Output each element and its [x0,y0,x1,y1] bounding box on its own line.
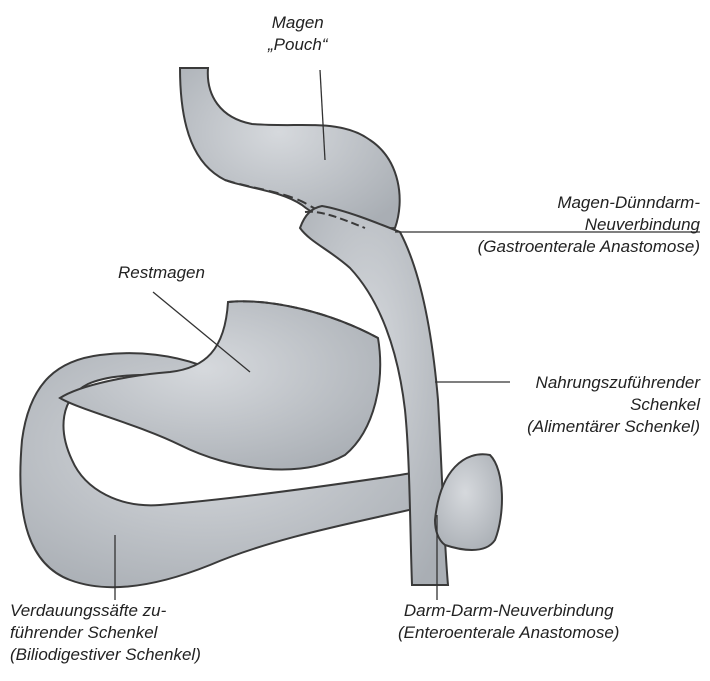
label-pouch: Magen „Pouch“ [268,12,328,56]
enteroenteral-anastomosis [435,454,502,550]
remnant-stomach [60,301,380,469]
label-gastroenteral: Magen-Dünndarm- Neuverbindung (Gastroent… [478,192,700,258]
label-biliodigestive: Verdauungssäfte zu- führender Schenkel (… [10,600,201,666]
label-restmagen: Restmagen [118,262,205,284]
label-enteroenteral: Darm-Darm-Neuverbindung (Enteroenterale … [398,600,619,644]
esophagus [180,68,400,229]
label-alimentary: Nahrungszuführender Schenkel (Alimentäre… [527,372,700,438]
